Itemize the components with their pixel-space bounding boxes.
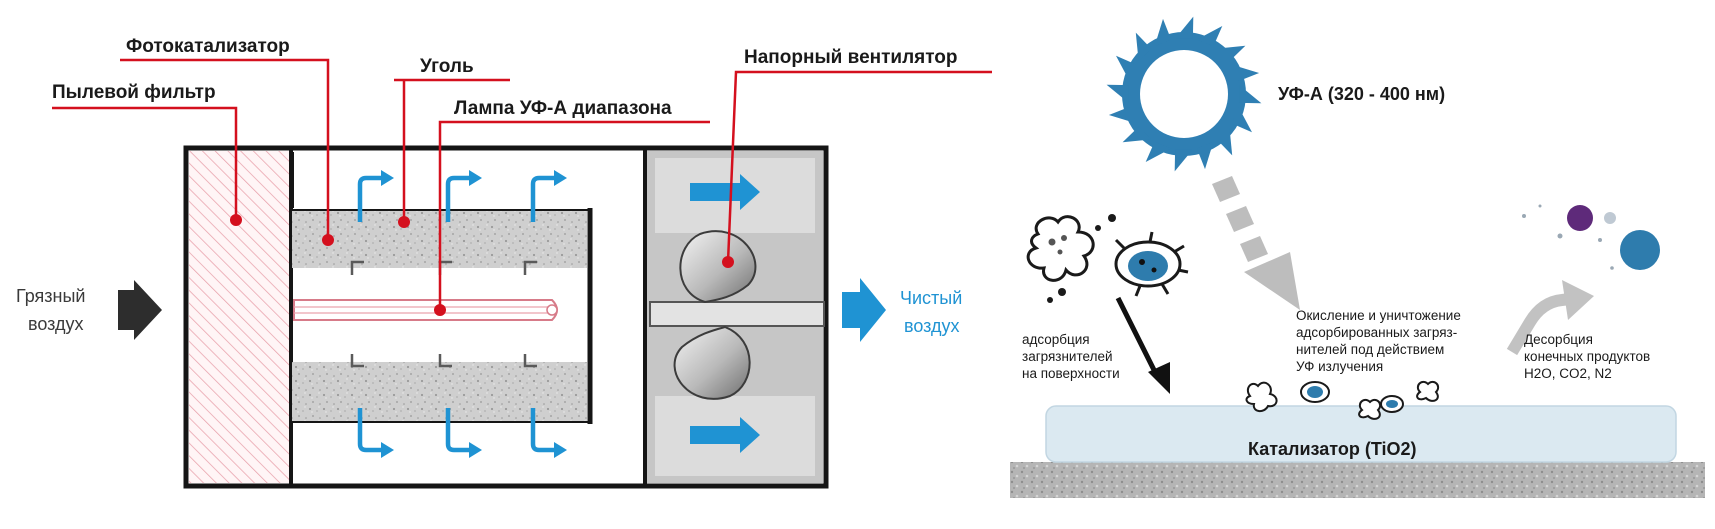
purple-particle <box>1567 205 1593 231</box>
sun-ray <box>1196 141 1214 170</box>
sun-ray <box>1216 126 1233 156</box>
sun-ray <box>1216 45 1246 62</box>
oxidation-note: Окисление и уничтожение адсорбированных … <box>1296 308 1465 374</box>
uv-lamp <box>293 299 558 321</box>
sun-ray <box>1116 55 1137 82</box>
fan-blade-bottom <box>673 325 751 400</box>
sun-ray <box>1231 106 1252 133</box>
purifier-panel: Пылевой фильтр Фотокатализатор Уголь Лам… <box>16 36 992 489</box>
airflow-top <box>357 175 555 222</box>
sun-ray <box>1239 85 1262 104</box>
carbon-label: Уголь <box>420 56 474 77</box>
ground-layer <box>1010 462 1705 498</box>
sun-ray <box>1108 106 1137 124</box>
outlet-arrow <box>842 278 886 342</box>
dust-filter-label: Пылевой фильтр <box>52 82 216 103</box>
sun-ray <box>1231 64 1260 82</box>
uv-wavelength-label: УФ-А (320 - 400 нм) <box>1278 84 1445 104</box>
sun-ray <box>1154 18 1172 47</box>
photocatalyst-label: Фотокатализатор <box>126 36 290 57</box>
desorption-arrow <box>1506 293 1571 356</box>
inlet-label-line2: воздух <box>28 314 84 334</box>
leader-lines <box>52 58 992 310</box>
pollutant-blue-icon <box>1114 231 1189 297</box>
fan-blade-top <box>679 230 757 304</box>
inlet-arrow <box>118 280 162 340</box>
uv-ray-arrow <box>1212 176 1300 310</box>
fan-airflow-arrows <box>690 174 760 453</box>
outlet-label-line2: воздух <box>904 316 960 336</box>
adsorption-arrow <box>1148 362 1170 394</box>
sun-ray <box>1135 32 1152 62</box>
carbon-layer-bottom <box>292 362 587 422</box>
fan-shaft <box>649 301 825 327</box>
sun-ray <box>1106 84 1129 103</box>
airflow-bottom <box>357 408 555 453</box>
inlet-label-line1: Грязный <box>16 286 85 306</box>
surface-pollutants <box>1245 380 1440 420</box>
catalyst-label: Катализатор (TiO2) <box>1248 439 1417 459</box>
desorption-note: Десорбция конечных продуктов H2O, CO2, N… <box>1524 332 1654 381</box>
uv-lamp-label: Лампа УФ-А диапазона <box>454 98 672 119</box>
sun-ray <box>1122 126 1152 143</box>
sun-ray <box>1145 141 1172 162</box>
outlet-label-line1: Чистый <box>900 288 962 308</box>
pollutant-white-icon <box>1026 215 1095 282</box>
process-panel: Катализатор (TiO2) УФ-А (320 - 400 нм) <box>1010 16 1705 498</box>
sun-ray <box>1196 26 1223 47</box>
adsorption-note: адсорбция загрязнителей на поверхности <box>1022 332 1120 381</box>
sun-icon <box>1106 16 1262 172</box>
dust-filter-panel <box>189 151 289 483</box>
blue-particle <box>1620 230 1660 270</box>
fan-label: Напорный вентилятор <box>744 47 958 68</box>
